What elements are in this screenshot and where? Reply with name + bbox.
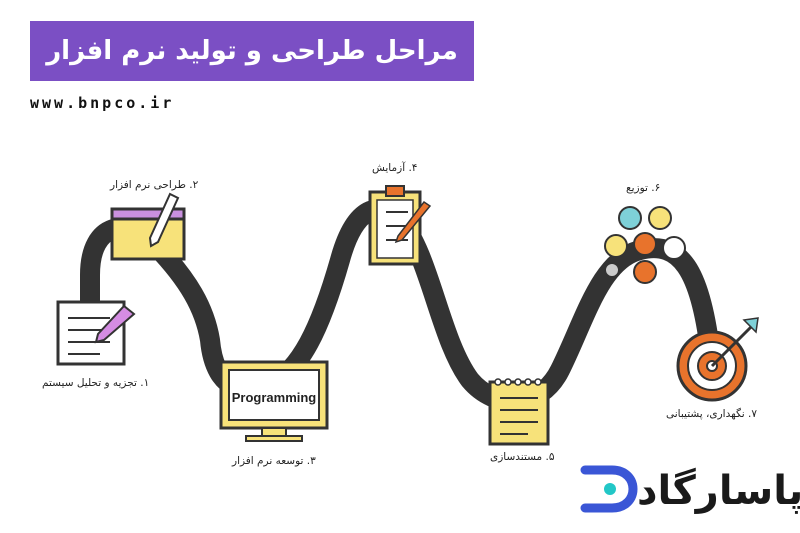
step-5-label: ۵. مستندسازی [490, 451, 555, 463]
target-arrow-icon [676, 317, 759, 402]
page-title: مراحل طراحی و تولید نرم افزار [46, 36, 458, 66]
step-6-label: ۶. توزیع [626, 182, 661, 194]
step-2-label: ۲. طراحی نرم افزار [110, 179, 199, 191]
title-banner: مراحل طراحی و تولید نرم افزار [30, 21, 474, 81]
step-4-label: ۴. آزمایش [372, 162, 418, 174]
monitor-icon: Programming [219, 360, 329, 442]
brand-logo-mark [580, 465, 638, 513]
step-1-label: ۱. تجزیه و تحلیل سیستم [42, 377, 150, 389]
step-3-label: ۳. توسعه نرم افزار [232, 455, 316, 467]
website-url: www.bnpco.ir [30, 94, 175, 112]
clipboard-checklist-icon [368, 185, 432, 266]
step-7-label: ۷. نگهداری، پشتیبانی [666, 408, 757, 420]
smiley-faces-icon [604, 206, 686, 284]
brand-name: پاسارگاد [637, 468, 800, 514]
document-pen-icon [56, 300, 136, 366]
monitor-screen-text: Programming [232, 390, 317, 405]
notepad-icon [488, 378, 550, 446]
window-pencil-icon [110, 192, 186, 261]
